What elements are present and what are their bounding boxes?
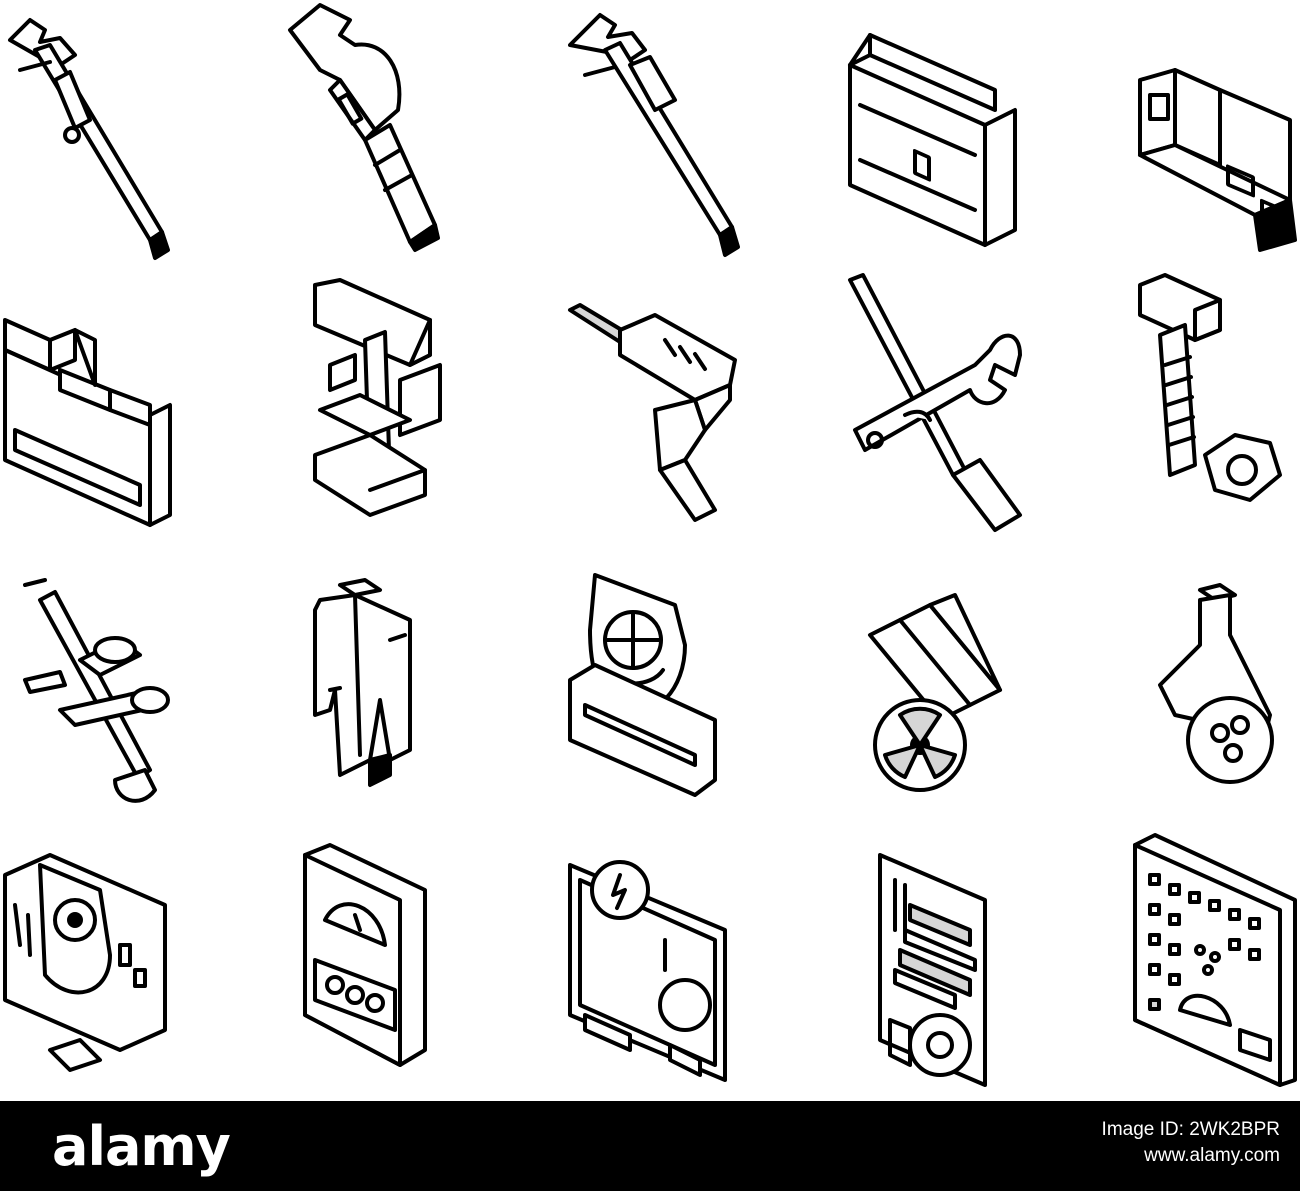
- control-panel-icon: [1130, 833, 1300, 1087]
- computer-gear-shield-icon: [0, 845, 170, 1080]
- electrical-circuit-icon: [565, 850, 740, 1090]
- bolt-nut-icon: [1130, 273, 1295, 520]
- electric-drill-icon: [565, 300, 740, 522]
- vernier-caliper-icon: [560, 5, 740, 257]
- bench-vise-icon: [1130, 65, 1300, 252]
- coverall-uniform-icon: [310, 578, 420, 787]
- icon-set-canvas: [0, 0, 1300, 1090]
- screwdriver-wrench-icon: [845, 270, 1025, 532]
- safety-goggles-shield-icon: [565, 570, 735, 797]
- toolbox-icon: [845, 30, 1020, 255]
- pipe-wrench-icon: [280, 0, 440, 252]
- footer-info: Image ID: 2WK2BPR www.alamy.com: [1102, 1117, 1280, 1169]
- alamy-logo[interactable]: alamy: [52, 1115, 231, 1178]
- image-id-label: Image ID: 2WK2BPR: [1101, 1119, 1280, 1140]
- caliper-icon: [0, 10, 175, 260]
- site-url-link[interactable]: www.alamy.com: [1144, 1145, 1280, 1166]
- drill-press-icon: [300, 278, 445, 517]
- reamer-tool-icon: [20, 578, 175, 815]
- workbench-icon: [0, 310, 175, 530]
- multimeter-icon: [300, 843, 430, 1067]
- footer-bar: alamy Image ID: 2WK2BPR www.alamy.com: [0, 1101, 1300, 1191]
- circuit-board-icon: [875, 850, 990, 1090]
- chemical-flask-icon: [1155, 583, 1275, 790]
- radiation-protection-icon: [860, 593, 1005, 795]
